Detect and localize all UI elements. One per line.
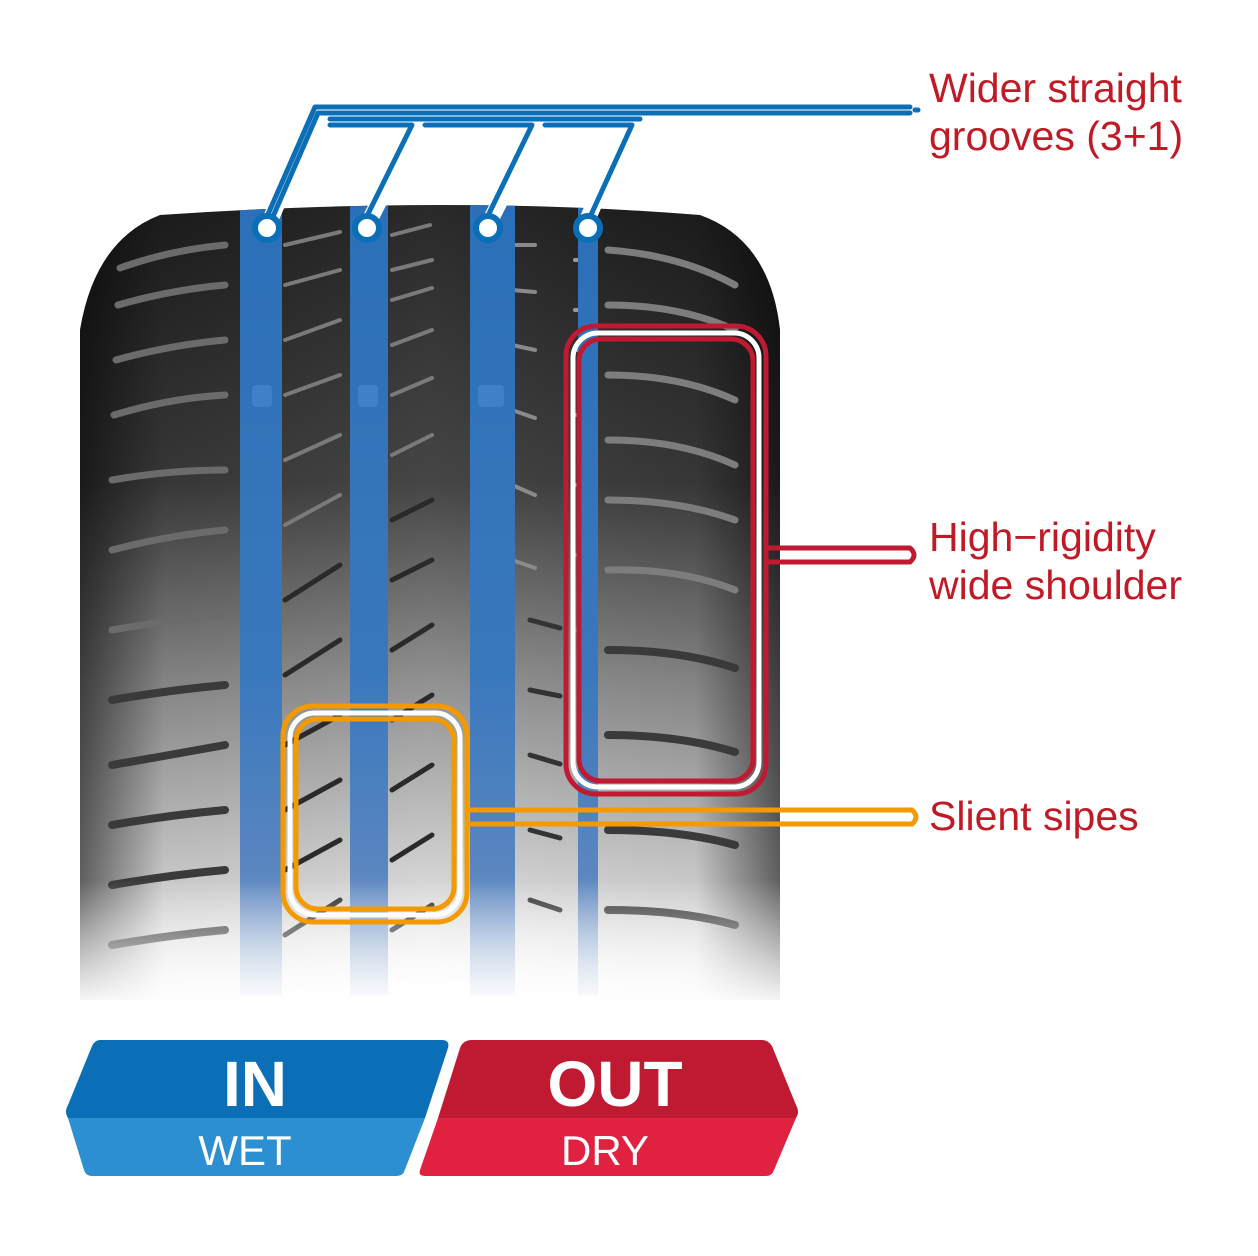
dry-label: DRY [561, 1127, 649, 1174]
in-badge-bottom [68, 1118, 425, 1176]
shoulder-label-line-1: High−rigidity [929, 514, 1156, 560]
bottom-fade [70, 880, 790, 1010]
groove-2 [350, 205, 388, 995]
out-label: OUT [547, 1048, 682, 1120]
in-badge: IN WET [66, 1040, 449, 1176]
sipes-callout [280, 703, 919, 925]
grooves-callout-lines [259, 102, 921, 233]
grooves-label-line-1: Wider straight [929, 65, 1182, 111]
wet-label: WET [198, 1127, 291, 1174]
groove-marker-4 [573, 213, 603, 243]
sipes-callout-line [467, 807, 919, 827]
out-badge-bottom [419, 1118, 796, 1176]
sipes-label-line-1: Slient sipes [929, 793, 1139, 839]
out-badge-top [438, 1040, 798, 1118]
in-label: IN [223, 1048, 287, 1120]
sipes-highlight-box [280, 703, 470, 925]
right-shoulder-slots [573, 246, 739, 929]
shoulder-callout [563, 323, 917, 797]
groove-3 [470, 205, 515, 995]
shoulder-label-line-2: wide shoulder [929, 562, 1182, 608]
shoulder-label: High−rigidity wide shoulder [929, 513, 1182, 609]
groove-marker-2 [352, 213, 382, 243]
groove-1 [240, 205, 282, 995]
groove-marker-1 [252, 213, 282, 243]
grooves-label: Wider straight grooves (3+1) [929, 64, 1183, 160]
out-badge: OUT DRY [419, 1040, 798, 1176]
shoulder-callout-line [766, 545, 917, 565]
in-badge-top [66, 1040, 449, 1118]
straight-grooves [240, 205, 598, 995]
groove-markers [252, 213, 603, 243]
sipes-label: Slient sipes [929, 792, 1139, 840]
groove-4 [578, 205, 598, 995]
tire-tread [70, 205, 790, 1010]
grooves-label-line-2: grooves (3+1) [929, 113, 1184, 159]
groove-marker-3 [473, 213, 503, 243]
